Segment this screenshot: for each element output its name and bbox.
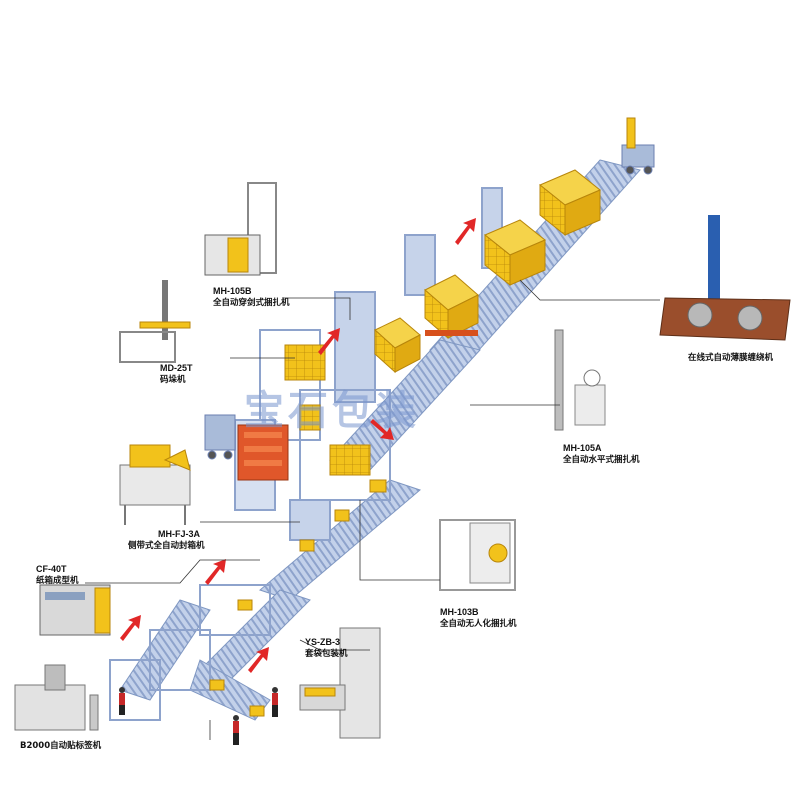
machine-code: MH-105A — [563, 443, 602, 453]
machine-code: MD-25T — [160, 363, 193, 373]
conveyor-boxes — [209, 479, 387, 717]
pallet-dispenser — [237, 424, 289, 481]
pallet-2 — [484, 219, 546, 287]
label-mhfj3a: MH-FJ-3A 侧带式全自动封箱机 — [128, 528, 205, 552]
machine-image-md25t — [119, 280, 191, 363]
machine-name: B2000自动贴标签机 — [20, 741, 102, 751]
pallet-cart-top-right — [621, 117, 655, 175]
flow-arrow — [120, 615, 141, 641]
flow-arrow — [455, 218, 476, 245]
label-mh105b: MH-105B 全自动穿剑式捆扎机 — [213, 285, 290, 309]
machine-code: MH-103B — [440, 607, 479, 617]
flow-arrow — [318, 328, 340, 355]
machine-name: 码垛机 — [160, 375, 186, 385]
machine-image-cf40t — [39, 584, 111, 636]
machine-image-mh103b — [439, 519, 516, 591]
label-mh105a: MH-105A 全自动水平式捆扎机 — [563, 442, 640, 466]
flow-arrow — [248, 647, 269, 673]
machine-image-yszb3 — [299, 627, 381, 739]
machine-name: 纸箱成型机 — [36, 576, 79, 586]
palletizer-boxes — [284, 344, 371, 476]
workers — [119, 687, 278, 745]
machine-image-mhfj3a — [119, 444, 191, 525]
label-wrapper: 在线式自动薄膜缠绕机 — [688, 352, 773, 364]
pallet-cart-left — [204, 414, 236, 460]
flow-arrow — [205, 559, 226, 585]
label-yszb3: YS-ZB-3 套袋包装机 — [305, 636, 348, 660]
machine-code: YS-ZB-3 — [305, 637, 341, 647]
leader-lines — [85, 279, 660, 740]
machine-image-wrapper — [659, 215, 791, 341]
flow-arrow — [370, 419, 394, 440]
pallet-4 — [374, 317, 421, 374]
machine-name: 全自动水平式捆扎机 — [563, 455, 640, 465]
machine-image-b2000 — [14, 664, 99, 731]
watermark-text: 宝石包装 — [244, 388, 420, 434]
box-stacks — [209, 169, 601, 717]
flow-arrows — [120, 218, 476, 673]
worker-1 — [119, 687, 125, 715]
worker-3 — [272, 687, 278, 717]
worker-2 — [233, 715, 239, 745]
machine-code: MH-FJ-3A — [158, 529, 200, 539]
pallet-3 — [424, 274, 479, 340]
label-cf40t: CF-40T 纸箱成型机 — [36, 563, 79, 587]
machine-name: 在线式自动薄膜缠绕机 — [688, 353, 774, 363]
label-md25t: MD-25T 码垛机 — [160, 362, 193, 386]
machine-name: 全自动穿剑式捆扎机 — [213, 298, 290, 308]
machine-name: 套袋包装机 — [305, 649, 348, 659]
machine-image-mh105a — [554, 329, 606, 431]
machine-image-mh105b — [204, 182, 277, 276]
machine-name: 侧带式全自动封箱机 — [128, 541, 205, 551]
label-b2000: B2000自动贴标签机 — [20, 740, 101, 752]
pallet-1 — [539, 169, 601, 237]
machine-name: 全自动无人化捆扎机 — [440, 619, 517, 629]
label-mh103b: MH-103B 全自动无人化捆扎机 — [440, 606, 517, 630]
machine-code: CF-40T — [36, 564, 67, 574]
machine-code: MH-105B — [213, 286, 252, 296]
